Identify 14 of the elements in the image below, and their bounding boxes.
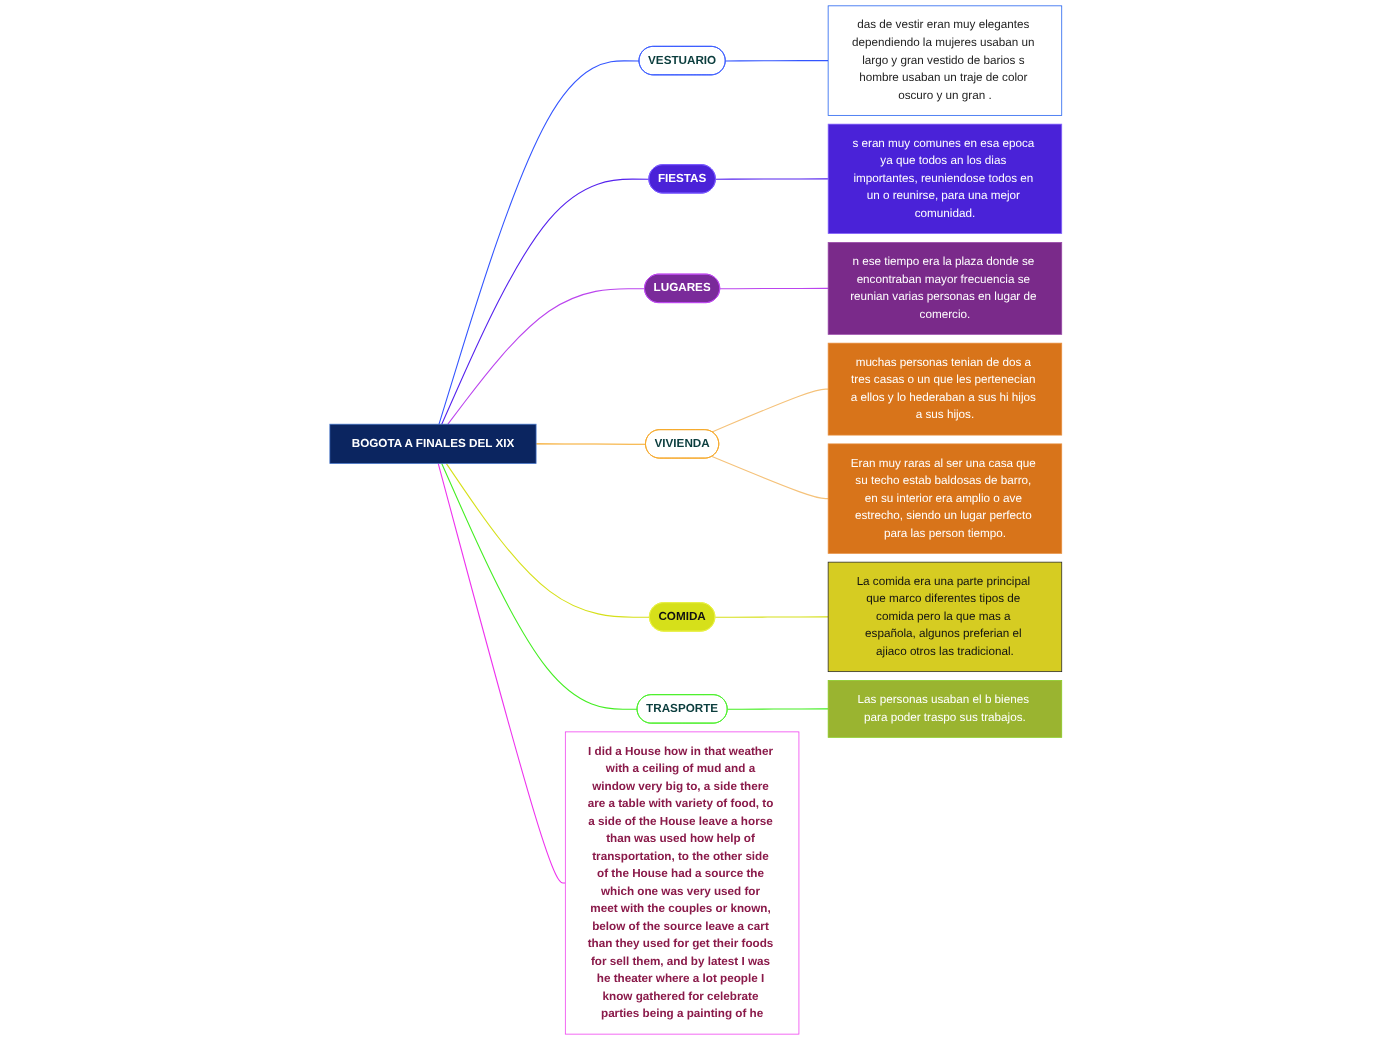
- connector: [437, 463, 567, 884]
- connector: [727, 708, 829, 710]
- connector: [714, 616, 829, 618]
- connector: [441, 463, 639, 710]
- connector: [711, 456, 829, 500]
- connector: [719, 287, 829, 290]
- connector: [446, 463, 651, 618]
- connector: [711, 388, 829, 433]
- connector: [447, 288, 646, 425]
- connector: [441, 178, 650, 425]
- connector: [715, 178, 829, 180]
- connector: [725, 60, 829, 62]
- connector: [535, 443, 647, 445]
- connector: [438, 60, 641, 425]
